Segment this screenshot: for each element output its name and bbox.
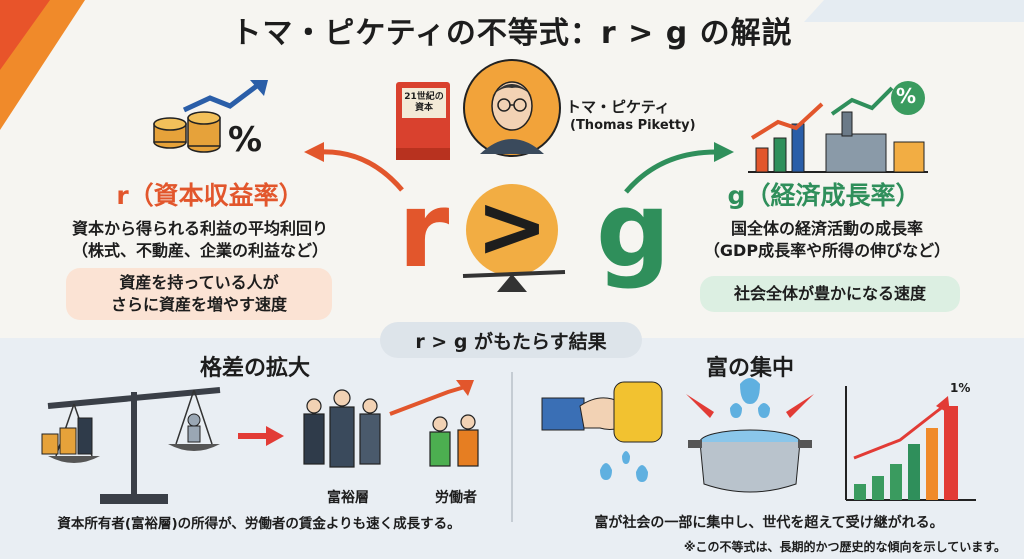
economy-growth-icon <box>748 81 928 173</box>
book-title: 21世紀の 資本 <box>402 92 446 114</box>
person-name-english: (Thomas Piketty) <box>570 118 696 133</box>
arrow-to-g <box>624 142 734 194</box>
balance-scale-icon <box>462 184 566 292</box>
r-description-line1: 資本から得られる利益の平均利回り <box>71 219 328 238</box>
book-title-line1: 21世紀の <box>404 92 444 102</box>
wealth-concentration-heading: 富の集中 <box>705 356 794 381</box>
g-heading-text: g（経済成長率） <box>727 181 921 210</box>
top-one-percent-label: 1% <box>950 381 971 395</box>
g-heading: g（経済成長率） <box>704 176 944 212</box>
r-summary-line2: さらに資産を増やす速度 <box>110 295 287 314</box>
inequality-r: r <box>398 169 450 291</box>
inequality-greater-than: > <box>476 177 549 277</box>
pot-with-drops-icon <box>686 378 814 493</box>
percent-symbol-r: % <box>228 120 263 160</box>
page-title: トマ・ピケティの不等式：r > g の解説 <box>231 16 793 51</box>
r-summary-line1: 資産を持っている人が <box>119 273 279 292</box>
concentration-bar-chart-icon <box>845 386 976 501</box>
squeezing-sponge-icon <box>541 381 663 482</box>
g-description-line1: 国全体の経済活動の成長率 <box>730 219 923 238</box>
inequality-g: g <box>596 169 671 291</box>
wealth-scale-icon <box>41 387 221 504</box>
label-rich: 富裕層 <box>327 490 369 506</box>
label-workers: 労働者 <box>435 490 477 506</box>
arrow-right-icon <box>238 426 284 446</box>
inequality-growth-heading: 格差の拡大 <box>199 356 310 381</box>
arrow-to-r <box>304 142 404 192</box>
person-name: トマ・ピケティ <box>566 98 670 116</box>
r-description: 資本から得られる利益の平均利回り （株式、不動産、企業の利益など） <box>30 218 370 262</box>
panel-divider <box>511 372 513 522</box>
footnote: ※この不等式は、長期的かつ歴史的な傾向を示しています。 <box>683 540 1006 554</box>
g-description: 国全体の経済活動の成長率 （GDP成長率や所得の伸びなど） <box>672 218 982 262</box>
coins-growth-icon <box>153 80 268 153</box>
percent-symbol-g: % <box>896 84 917 108</box>
corner-decoration-top-left <box>0 0 85 130</box>
results-pill: r > g がもたらす結果 <box>380 322 642 358</box>
r-heading: r（資本収益率） <box>100 176 320 212</box>
rich-and-workers-icon <box>303 380 479 468</box>
r-heading-text: r（資本収益率） <box>116 181 304 210</box>
left-caption: 資本所有者(富裕層)の所得が、労働者の賃金よりも速く成長する。 <box>57 516 461 532</box>
corner-decoration-top-right <box>804 0 1024 22</box>
right-caption: 富が社会の一部に集中し、世代を超えて受け継がれる。 <box>594 515 944 531</box>
book-icon <box>396 82 450 160</box>
r-description-line2: （株式、不動産、企業の利益など） <box>71 241 328 260</box>
book-title-line2: 資本 <box>414 103 433 113</box>
g-description-line2: （GDP成長率や所得の伸びなど） <box>703 241 951 260</box>
portrait-avatar <box>463 59 561 157</box>
r-summary-box: 資産を持っている人が さらに資産を増やす速度 <box>66 268 332 320</box>
g-summary-box: 社会全体が豊かになる速度 <box>700 276 960 312</box>
g-summary-text: 社会全体が豊かになる速度 <box>733 284 926 303</box>
